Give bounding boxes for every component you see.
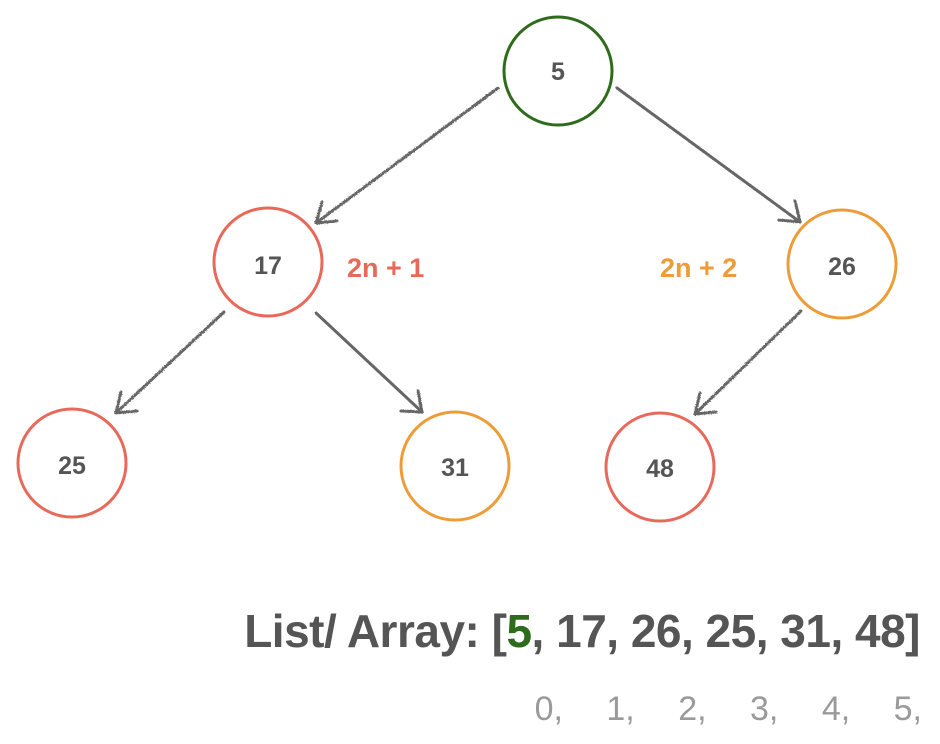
left-child-formula: 2n + 1 xyxy=(347,253,424,283)
tree-node-root: 5 xyxy=(502,15,614,127)
node-value-48: 48 xyxy=(646,455,674,483)
node-value-17: 17 xyxy=(254,252,282,280)
array-index: 1, xyxy=(606,690,635,728)
array-index: 0, xyxy=(534,690,563,728)
tree-node-26: 26 xyxy=(786,208,898,320)
tree-node-48: 48 xyxy=(604,411,716,523)
node-value-26: 26 xyxy=(828,253,856,281)
node-value-root: 5 xyxy=(551,58,565,86)
tree-edges xyxy=(114,86,803,416)
array-index: 4, xyxy=(821,690,851,728)
array-indices: 0, 1, 2, 3, 4, 5, xyxy=(535,690,922,729)
edge-17-to-31 xyxy=(314,311,424,414)
node-value-25: 25 xyxy=(58,452,86,480)
array-rest: , 17, 26, 25, 31, 48] xyxy=(531,605,921,657)
array-index: 3, xyxy=(750,690,779,728)
edge-5-to-17 xyxy=(314,86,500,225)
edge-5-to-26 xyxy=(615,86,802,224)
edge-26-to-48 xyxy=(693,309,803,416)
array-prefix: List/ Array: [ xyxy=(244,605,507,657)
array-index: 2, xyxy=(678,690,707,728)
tree-node-17: 17 xyxy=(212,206,324,318)
node-value-31: 31 xyxy=(441,454,469,482)
array-index: 5, xyxy=(893,690,922,728)
array-representation: List/ Array: [5, 17, 26, 25, 31, 48] xyxy=(244,604,920,658)
tree-node-25: 25 xyxy=(16,407,128,519)
edge-17-to-25 xyxy=(114,310,226,415)
tree-node-31: 31 xyxy=(399,410,511,522)
array-first-element: 5 xyxy=(506,605,532,657)
right-child-formula: 2n + 2 xyxy=(660,253,737,283)
